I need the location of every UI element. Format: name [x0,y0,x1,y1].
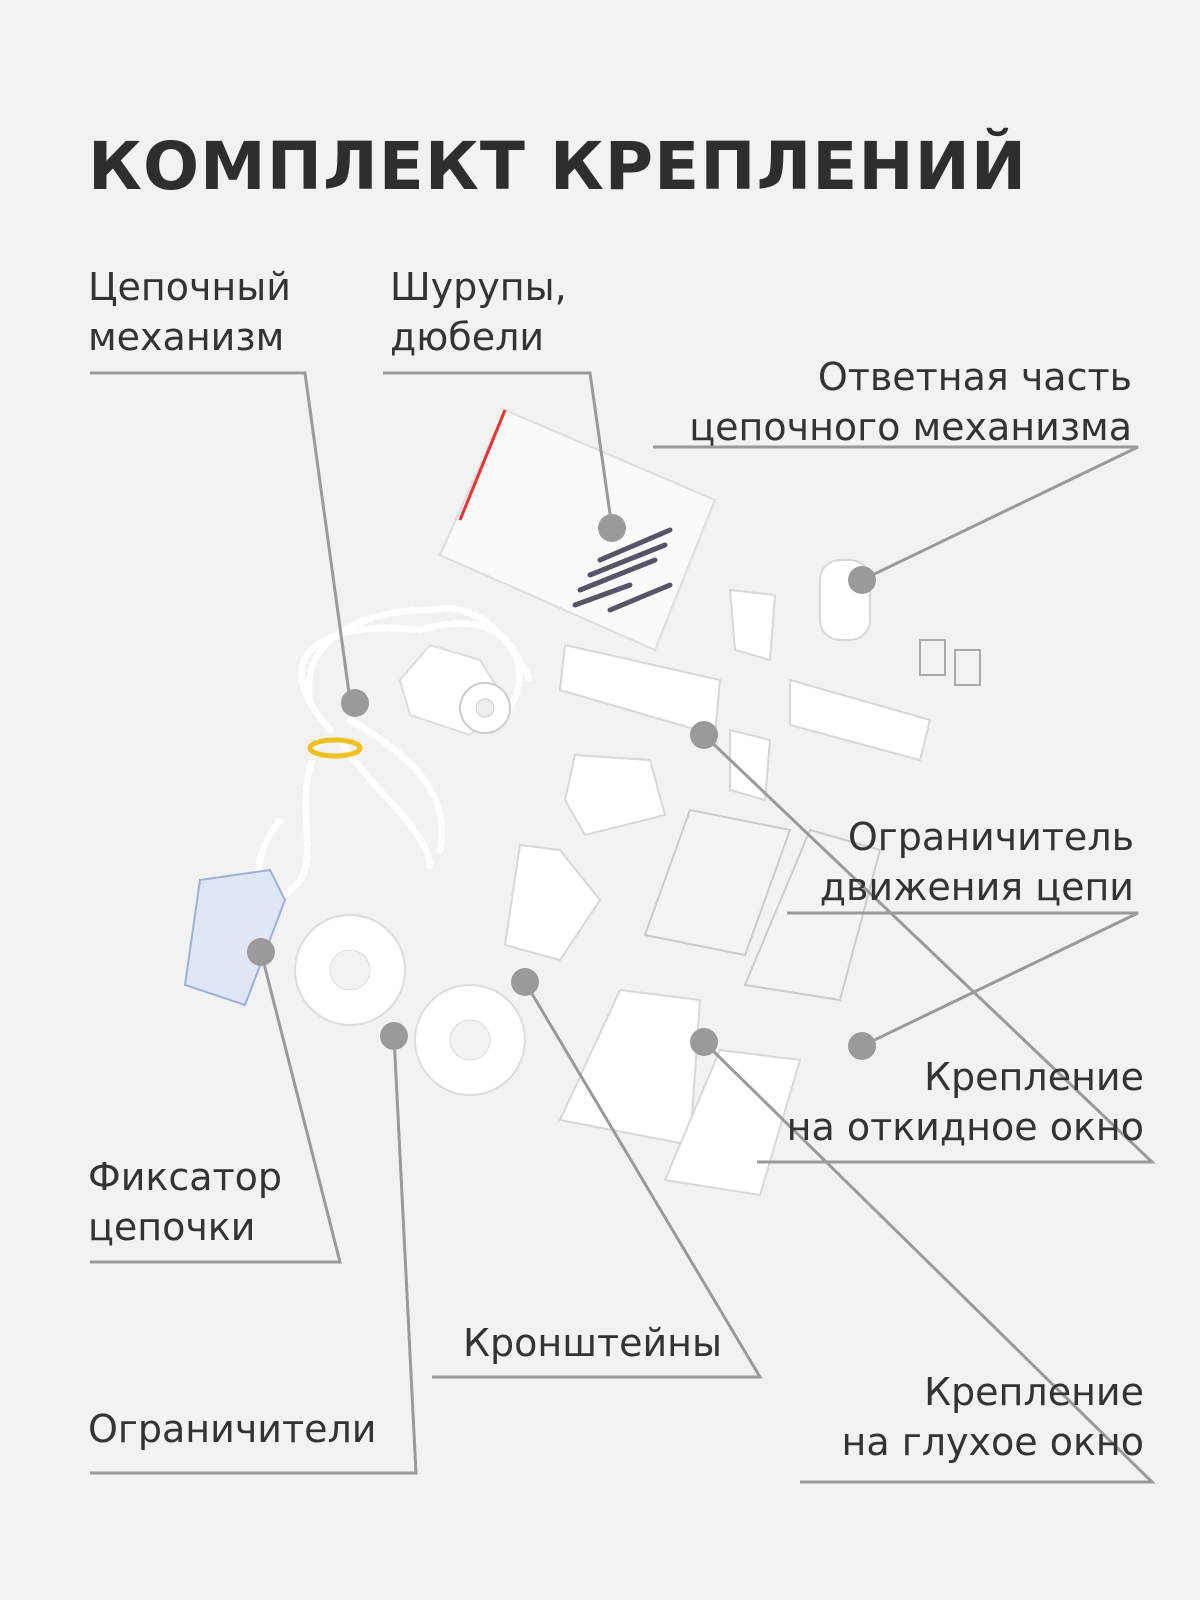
label-line: Ограничитель [847,815,1134,859]
label-line: Фиксатор [88,1155,283,1199]
label-line: на глухое окно [841,1420,1144,1464]
label-brackets: Кронштейны [463,1318,722,1368]
label-line: Цепочный [88,265,291,309]
chain [254,605,534,903]
label-chain-lock: Фиксатор цепочки [88,1152,282,1252]
label-line: дюбели [390,315,545,359]
chain-mechanism-part [398,643,511,737]
page-title: КОМПЛЕКТ КРЕПЛЕНИЙ [88,128,1028,205]
label-line: Ограничители [88,1407,377,1451]
label-line: Кронштейны [463,1321,723,1365]
label-fixed-window: Крепление на глухое окно [842,1367,1144,1467]
label-line: механизм [88,315,285,359]
screws-bag [438,408,717,652]
washers [294,914,526,1096]
label-line: Крепление [924,1055,1144,1099]
label-line: на откидное окно [786,1105,1144,1149]
callout-dots [247,514,876,1060]
label-chain-limiter: Ограничитель движения цепи [820,812,1134,912]
callout-lines [90,371,1156,1484]
label-line: движения цепи [819,865,1134,909]
label-counterpart: Ответная часть цепочного механизма [689,352,1132,452]
label-screws: Шурупы, дюбели [390,262,567,362]
label-chain-mechanism: Цепочный механизм [88,262,291,362]
label-line: цепочного механизма [689,405,1132,449]
label-line: Ответная часть [817,355,1132,399]
label-line: Крепление [924,1370,1144,1414]
label-limiters: Ограничители [88,1404,376,1454]
label-line: цепочки [88,1205,256,1249]
label-line: Шурупы, [390,265,567,309]
label-tilt-window: Крепление на откидное окно [787,1052,1144,1152]
